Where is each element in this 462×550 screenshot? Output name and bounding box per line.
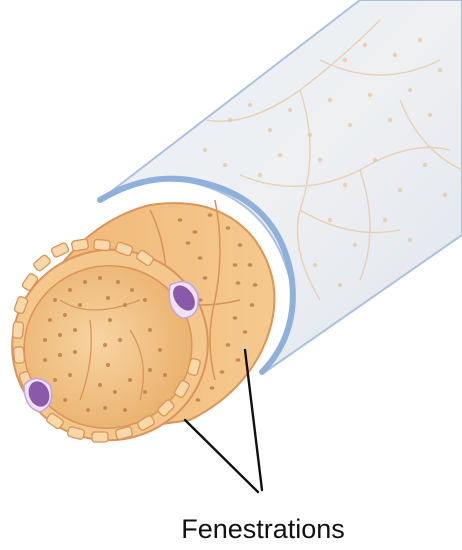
fenestrations-label: Fenestrations (181, 514, 345, 544)
